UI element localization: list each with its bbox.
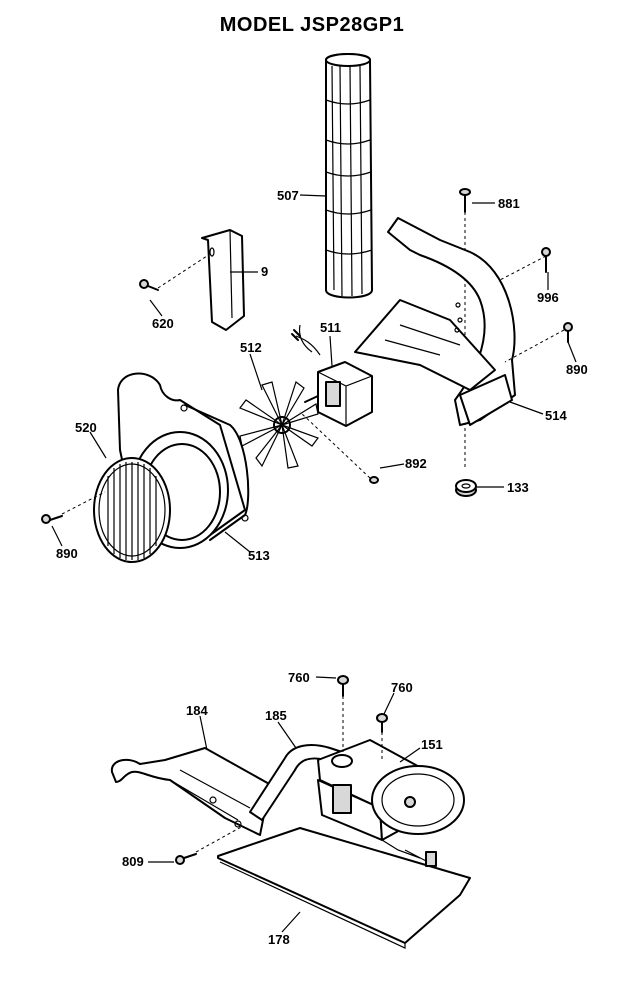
motor-511[interactable]	[291, 324, 373, 427]
grommet-133[interactable]	[455, 479, 477, 497]
label-881: 881	[498, 196, 520, 211]
label-520: 520	[75, 420, 97, 435]
screw-996[interactable]	[541, 247, 551, 273]
label-760-right: 760	[391, 680, 413, 695]
label-620: 620	[152, 316, 174, 331]
label-178: 178	[268, 932, 290, 947]
motor-assembly-151[interactable]	[317, 739, 465, 867]
screw-890-left[interactable]	[41, 514, 63, 524]
label-890-left: 890	[56, 546, 78, 561]
screw-890-right[interactable]	[563, 322, 573, 343]
screw-620[interactable]	[139, 279, 159, 291]
blower-wheel-507[interactable]	[325, 53, 373, 299]
screw-881[interactable]	[459, 188, 471, 213]
label-151: 151	[421, 737, 443, 752]
screw-892[interactable]	[369, 476, 379, 484]
label-890-right: 890	[566, 362, 588, 377]
label-892: 892	[405, 456, 427, 471]
bracket-614[interactable]	[354, 217, 516, 426]
screw-760-right[interactable]	[376, 713, 388, 733]
baffle-plate-9[interactable]	[201, 229, 245, 331]
base-plate-178[interactable]	[217, 827, 471, 949]
label-507: 507	[277, 188, 299, 203]
label-514: 514	[545, 408, 567, 423]
label-760-left: 760	[288, 670, 310, 685]
bracket-184[interactable]	[110, 747, 281, 836]
grille-520[interactable]	[93, 457, 171, 563]
label-511: 511	[320, 320, 341, 335]
leader-lines	[51, 194, 577, 933]
fan-blade-512[interactable]	[239, 381, 319, 469]
screw-760-left[interactable]	[337, 675, 349, 697]
label-133: 133	[507, 480, 529, 495]
label-185: 185	[265, 708, 287, 723]
label-184: 184	[186, 703, 208, 718]
label-996: 996	[537, 290, 559, 305]
label-513: 513	[248, 548, 270, 563]
screw-809[interactable]	[175, 853, 197, 865]
label-512: 512	[240, 340, 262, 355]
label-809: 809	[122, 854, 144, 869]
page-title: MODEL JSP28GP1	[219, 14, 405, 36]
label-9: 9	[261, 264, 268, 279]
